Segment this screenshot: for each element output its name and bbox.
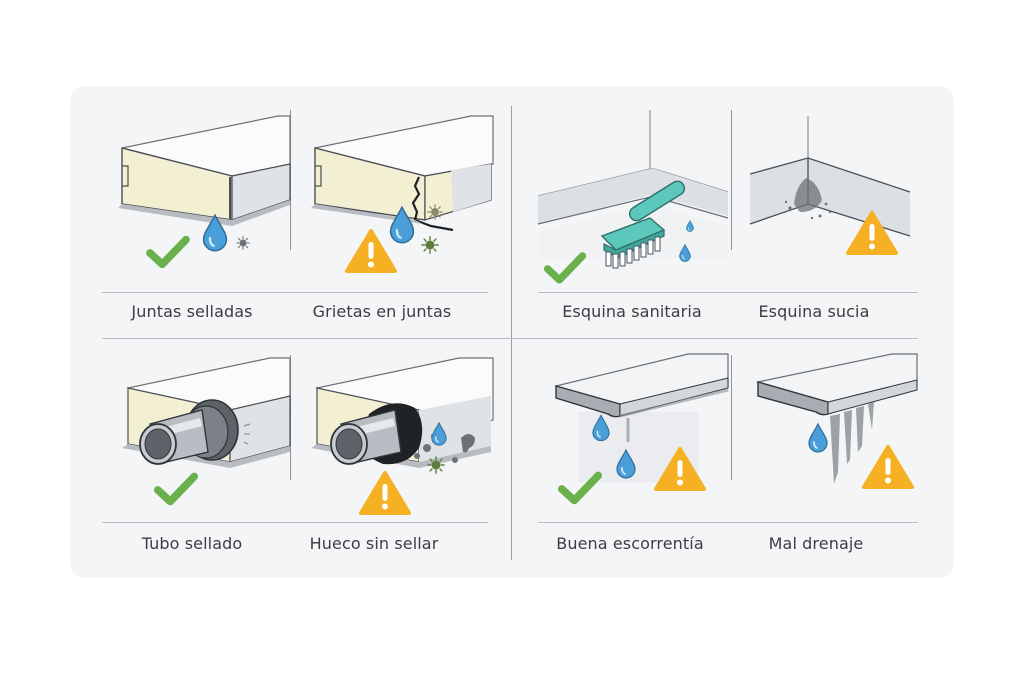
divider-drainage [731,355,732,480]
water-drop-icon [431,422,447,446]
dirt-particle-icon [236,236,250,250]
center-vertical-divider [511,106,512,560]
ledge-streaks-illustration [756,353,918,484]
ledge-dripping-illustration [554,353,729,482]
item-cracked-joints [303,108,494,278]
caption-rule-drainage [538,522,918,523]
caption-rule-corners [538,292,918,293]
check-icon [152,468,200,508]
caption-good-runoff: Buena escorrentía [556,534,704,553]
center-horizontal-divider [102,338,918,339]
warning-icon [359,470,411,516]
item-poor-drainage [752,352,922,512]
warning-icon [345,228,397,274]
item-good-runoff [548,352,729,512]
caption-poor-drainage: Mal drenaje [768,534,864,553]
item-sealed-pipe [110,352,291,512]
item-sealed-joints [110,108,291,278]
warning-icon [654,446,706,492]
germ-icon [421,236,439,254]
water-drop-icon [592,414,610,442]
sealed-panel-joint-illustration [118,115,291,226]
item-sanitary-corner [537,108,729,278]
item-dirty-corner [749,108,920,278]
caption-sanitary-corner: Esquina sanitaria [562,302,702,321]
germ-icon [427,456,445,474]
check-icon [144,232,192,270]
germ-icon [427,204,443,220]
caption-sealed-pipe: Tubo sellado [141,534,243,553]
caption-rule-pipes [102,522,488,523]
warning-icon [862,444,914,490]
cracked-panel-joint-illustration [311,115,494,232]
caption-cracked-joints: Grietas en juntas [312,302,452,321]
warning-icon [846,210,898,256]
divider-corners [731,110,732,250]
caption-rule-joints [102,292,488,293]
caption-sealed-joints: Juntas selladas [131,302,253,321]
item-unsealed-gap [303,352,494,512]
pipe-unsealed-gap-illustration [311,357,494,468]
scrub-brush-icon [600,180,686,269]
check-icon [542,248,588,286]
water-splash-icon [678,244,692,262]
check-icon [556,466,604,508]
water-splash-icon [684,220,696,232]
water-drop-icon [202,214,228,252]
caption-unsealed-gap: Hueco sin sellar [309,534,439,553]
water-drop-icon [808,422,828,454]
pipe-with-seal-collar-illustration [122,357,291,468]
water-drop-icon [616,448,636,480]
caption-dirty-corner: Esquina sucia [758,302,870,321]
